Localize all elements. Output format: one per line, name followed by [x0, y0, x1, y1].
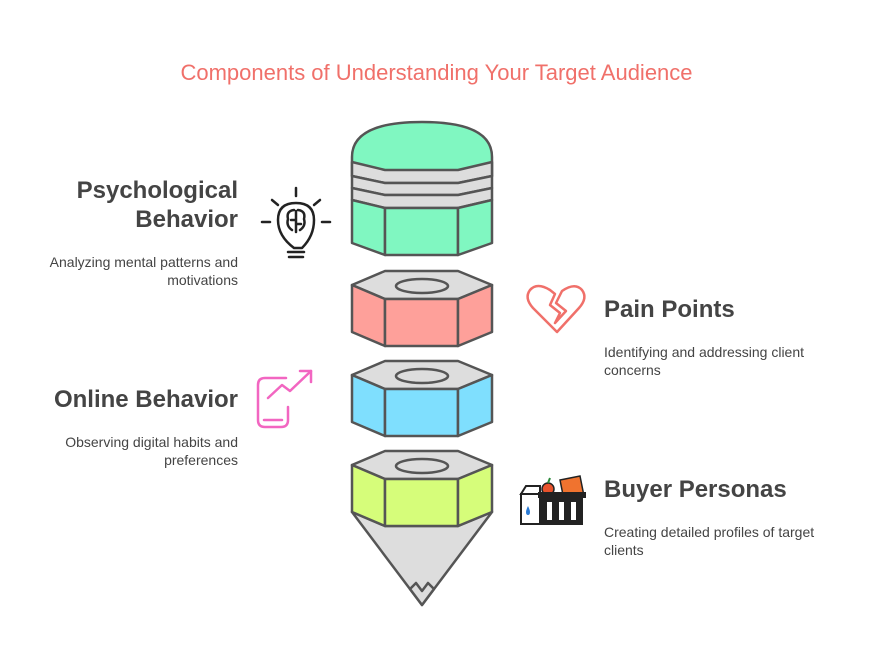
pencil-tip-point — [408, 581, 436, 607]
online-behavior-nut — [350, 359, 494, 438]
pencil-top-segment — [350, 120, 494, 257]
psychological-desc-line-2: motivations — [167, 272, 238, 288]
buyer-personas-description: Creating detailed profiles of target cli… — [604, 523, 814, 559]
online-behavior-desc-line-2: preferences — [164, 452, 238, 468]
phone-trend-icon — [256, 369, 313, 429]
nut-hole — [394, 367, 450, 385]
top-segment-body-mid — [383, 206, 460, 257]
pain-points-nut — [350, 269, 494, 348]
nut-side-mid — [383, 387, 460, 438]
top-segment-body-left — [350, 198, 387, 257]
buyer-personas-nut — [350, 449, 494, 607]
nut-side-mid — [383, 477, 460, 528]
nut-side-right — [456, 283, 494, 348]
nut-hole — [394, 457, 450, 475]
top-segment-body-right — [456, 198, 494, 257]
pain-points-desc-line-1: Identifying and addressing client — [604, 344, 805, 360]
online-behavior-desc-line-1: Observing digital habits and — [65, 434, 238, 450]
pain-points-description: Identifying and addressing client concer… — [604, 343, 804, 379]
brain-lightbulb-icon — [260, 186, 332, 259]
nut-hole — [394, 277, 450, 295]
buyer-personas-heading: Buyer Personas — [604, 476, 787, 503]
nut-side-right — [456, 373, 494, 438]
psychological-behavior-heading: Psychological Behavior — [77, 176, 238, 234]
buyer-personas-desc-line-2: clients — [604, 542, 644, 558]
pain-points-heading: Pain Points — [604, 296, 735, 323]
pain-points-desc-line-2: concerns — [604, 362, 661, 378]
psychological-desc-line-1: Analyzing mental patterns and — [49, 254, 238, 270]
buyer-personas-desc-line-1: Creating detailed profiles of target — [604, 524, 815, 540]
nut-side-right — [456, 463, 494, 528]
shopping-basket-icon — [519, 475, 586, 525]
psychological-heading-line-2: Behavior — [135, 206, 238, 233]
nut-side-mid — [383, 297, 460, 348]
psychological-behavior-description: Analyzing mental patterns and motivation… — [50, 253, 238, 289]
online-behavior-heading: Online Behavior — [53, 386, 238, 413]
top-segment-cap — [350, 120, 494, 185]
psychological-heading-line-1: Psychological — [76, 177, 238, 204]
online-behavior-description: Observing digital habits and preferences — [65, 433, 238, 469]
broken-heart-icon — [526, 284, 586, 334]
diagram-title: Components of Understanding Your Target … — [180, 60, 693, 85]
